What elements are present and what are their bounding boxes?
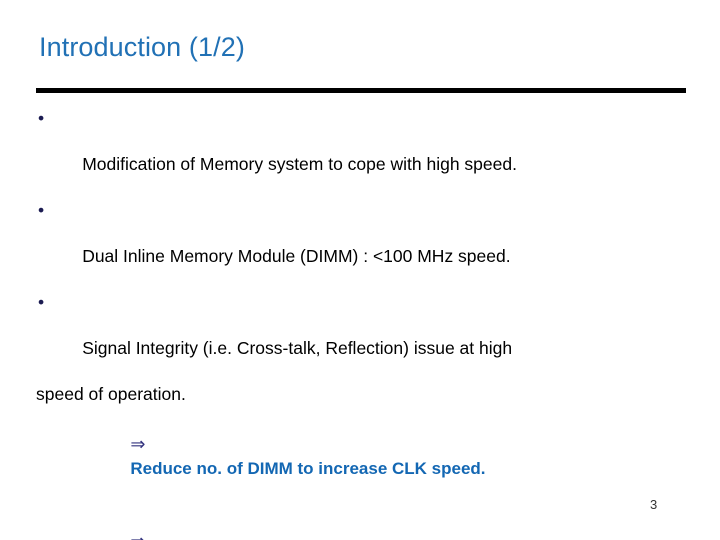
bullet-dot-icon: • (38, 108, 45, 128)
double-arrow-icon: ⇒ (130, 434, 146, 454)
list-item: • Modification of Memory system to cope … (38, 108, 517, 174)
page-title: Introduction (1/2) (39, 32, 245, 62)
bullet-dot-icon: • (38, 200, 45, 220)
slide-body: • Modification of Memory system to cope … (36, 107, 696, 540)
implication-line: ⇒ Reduce no. of DIMM to increase CLK spe… (130, 434, 486, 478)
title-divider (36, 88, 686, 93)
list-item-wrap: speed of operation. (36, 384, 186, 404)
bullet-dot-icon: • (38, 292, 45, 312)
list-item: • Signal Integrity (i.e. Cross-talk, Ref… (38, 292, 513, 358)
page-number: 3 (650, 497, 658, 512)
implication-line: ⇒ Limits the total capacity (36, 505, 696, 540)
list-item: • Dual Inline Memory Module (DIMM) : <10… (38, 200, 511, 266)
double-arrow-icon: ⇒ (130, 529, 153, 540)
